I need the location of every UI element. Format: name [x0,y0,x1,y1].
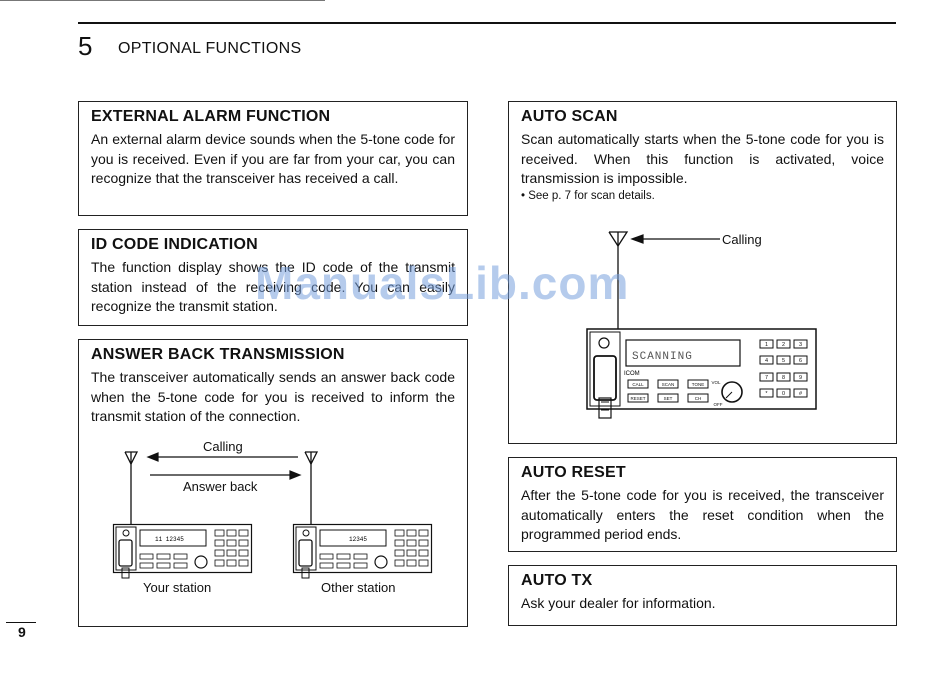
section-title: AUTO RESET [521,464,626,481]
calling-label: Calling [203,439,243,454]
keypad-key: 7 [765,375,768,381]
auto-scan-section: AUTO SCAN Scan automatically starts when… [508,101,897,444]
radio-button-label: SCAN [662,382,675,387]
calling-label: Calling [722,232,762,247]
keypad-key: 6 [799,358,802,364]
keypad-key: * [765,391,768,397]
section-body: After the 5-tone code for you is receive… [521,487,884,542]
radio-button-label: SET [664,396,673,401]
header-rule [78,22,896,24]
keypad-key: 9 [799,375,802,381]
antenna-icon [124,451,139,524]
radio-brand: ICOM [624,371,640,377]
keypad-key: 1 [765,342,768,348]
your-station-radio: 11 12345 [112,523,253,579]
transceiver-illustration: SCANNING ICOM CALL SCAN TONE RESET SET C… [586,328,817,419]
section-body: Ask your dealer for information. [521,595,716,611]
scan-note: • See p. 7 for scan details. [521,189,655,202]
chapter-number: 5 [78,31,93,61]
section-body: The transceiver automatically sends an a… [91,369,455,424]
radio-button-label: CALL [632,382,644,387]
svg-text:11 12345: 11 12345 [155,536,184,543]
keypad-key: 8 [782,375,785,381]
answer-back-label: Answer back [183,479,258,494]
keypad-key: # [799,391,803,397]
antenna-icon [304,451,319,524]
other-station-label: Other station [321,580,396,595]
answer-back-section: ANSWER BACK TRANSMISSION The transceiver… [78,339,468,627]
radio-knob-label: VOL [711,380,721,385]
id-code-section: ID CODE INDICATION The function display … [78,229,468,326]
calling-arrow [630,234,720,244]
section-body: The function display shows the ID code o… [91,259,455,314]
section-title: EXTERNAL ALARM FUNCTION [91,108,331,125]
radio-button-label: RESET [630,396,645,401]
page-number: 9 [18,624,26,640]
keypad-key: 3 [799,342,802,348]
section-title: AUTO TX [521,572,593,589]
section-body: An external alarm device sounds when the… [91,131,455,186]
section-title: AUTO SCAN [521,108,618,125]
watermark: ManualsLib.com [255,257,630,309]
your-station-label: Your station [143,580,212,595]
antenna-icon [608,231,629,330]
page-number-rule [6,622,36,623]
radio-knob-label: OFF [714,402,723,407]
section-title: ANSWER BACK TRANSMISSION [91,346,345,363]
radio-button-label: TONE [692,382,704,387]
external-alarm-section: EXTERNAL ALARM FUNCTION An external alar… [78,101,468,216]
radio-display-text: SCANNING [632,351,693,363]
other-station-radio: 12345 [292,523,433,579]
radio-button-label: CH [695,396,702,401]
section-body: Scan automatically starts when the 5-ton… [521,131,884,186]
chapter-title: OPTIONAL FUNCTIONS [118,40,302,57]
section-title: ID CODE INDICATION [91,236,258,253]
keypad-key: 2 [782,342,785,348]
auto-reset-section: AUTO RESET After the 5-tone code for you… [508,457,897,552]
svg-text:12345: 12345 [349,536,367,543]
keypad-key: 5 [782,358,785,364]
keypad-key: 4 [765,358,768,364]
auto-tx-section: AUTO TX Ask your dealer for information. [508,565,897,626]
calling-arrow [146,452,298,462]
keypad-key: 0 [782,391,785,397]
answer-back-arrow [150,470,302,480]
top-edge-line [0,0,325,1]
